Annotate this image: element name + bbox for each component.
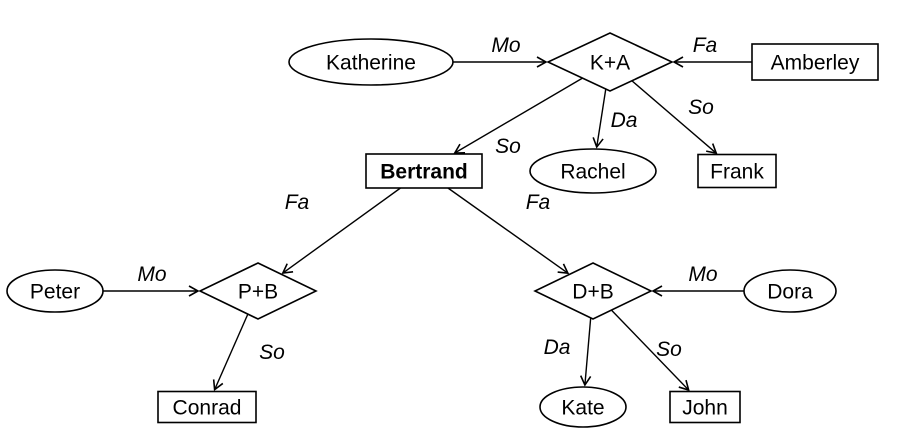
edge-label: Mo	[491, 34, 520, 57]
edge-arrow	[631, 80, 718, 155]
node-rachel: Rachel	[529, 148, 657, 194]
edge-label: So	[259, 341, 285, 364]
edge-ka-rachel: Da	[592, 88, 638, 149]
node-katherine: Katherine	[288, 38, 454, 86]
node-bertrand: Bertrand	[365, 153, 483, 189]
node-pb: P+B	[198, 262, 318, 320]
edge-ka-bertrand: So	[453, 77, 583, 158]
edge-bertrand-pb: Fa	[281, 187, 401, 275]
node-label: P+B	[238, 280, 278, 303]
node-label: Conrad	[173, 396, 242, 419]
edge-label: Da	[544, 336, 571, 359]
edge-label: Fa	[285, 191, 310, 214]
edge-label: Fa	[526, 191, 551, 214]
diamond-shape	[198, 262, 318, 320]
node-label: Amberley	[771, 51, 860, 74]
edge-label: Da	[611, 109, 638, 132]
node-label: Dora	[767, 280, 813, 303]
edge-label: So	[656, 338, 682, 361]
edge-pb-conrad: So	[212, 313, 285, 392]
rect-shape	[697, 153, 777, 189]
node-label: Peter	[30, 280, 80, 303]
edge-label: Mo	[688, 263, 717, 286]
edge-arrow	[592, 88, 607, 149]
node-ka: K+A	[546, 32, 674, 92]
edge-dora-db: Mo	[651, 263, 744, 297]
edge-arrow	[447, 187, 570, 275]
node-label: Rachel	[560, 160, 625, 183]
rect-shape	[751, 43, 879, 81]
node-db: D+B	[533, 262, 653, 320]
rect-shape	[157, 390, 257, 424]
rect-shape	[669, 390, 741, 424]
edge-amberley-ka: Fa	[672, 34, 752, 68]
diamond-shape	[546, 32, 674, 92]
diamond-shape	[533, 262, 653, 320]
edge-label: Mo	[137, 263, 166, 286]
node-label: John	[682, 396, 728, 419]
edge-db-john: So	[610, 309, 690, 392]
ellipse-shape	[529, 148, 657, 194]
node-label: Katherine	[326, 51, 416, 74]
edge-katherine-ka: Mo	[453, 34, 548, 68]
edge-bertrand-db: Fa	[447, 187, 570, 275]
edge-arrow	[453, 77, 583, 154]
node-amberley: Amberley	[751, 43, 879, 81]
edge-label: Fa	[693, 34, 718, 57]
ellipse-shape	[539, 386, 627, 428]
ellipse-shape	[288, 38, 454, 86]
node-label: Frank	[710, 160, 764, 183]
edge-label: So	[495, 135, 521, 158]
node-frank: Frank	[697, 153, 777, 189]
ellipse-shape	[6, 269, 104, 313]
edge-arrow	[579, 317, 592, 387]
edge-label: So	[688, 96, 714, 119]
rect-shape	[365, 153, 483, 189]
edge-arrow	[212, 313, 249, 392]
node-john: John	[669, 390, 741, 424]
node-peter: Peter	[6, 269, 104, 313]
edge-peter-pb: Mo	[103, 263, 200, 297]
edge-arrow	[281, 187, 401, 275]
node-label: Bertrand	[380, 160, 468, 183]
node-dora: Dora	[743, 269, 837, 313]
edge-ka-frank: So	[631, 80, 718, 155]
node-label: K+A	[590, 51, 630, 74]
edge-arrow	[610, 309, 690, 392]
node-label: Kate	[561, 396, 604, 419]
node-kate: Kate	[539, 386, 627, 428]
ellipse-shape	[743, 269, 837, 313]
edge-db-kate: Da	[544, 317, 592, 387]
node-conrad: Conrad	[157, 390, 257, 424]
node-label: D+B	[572, 280, 613, 303]
